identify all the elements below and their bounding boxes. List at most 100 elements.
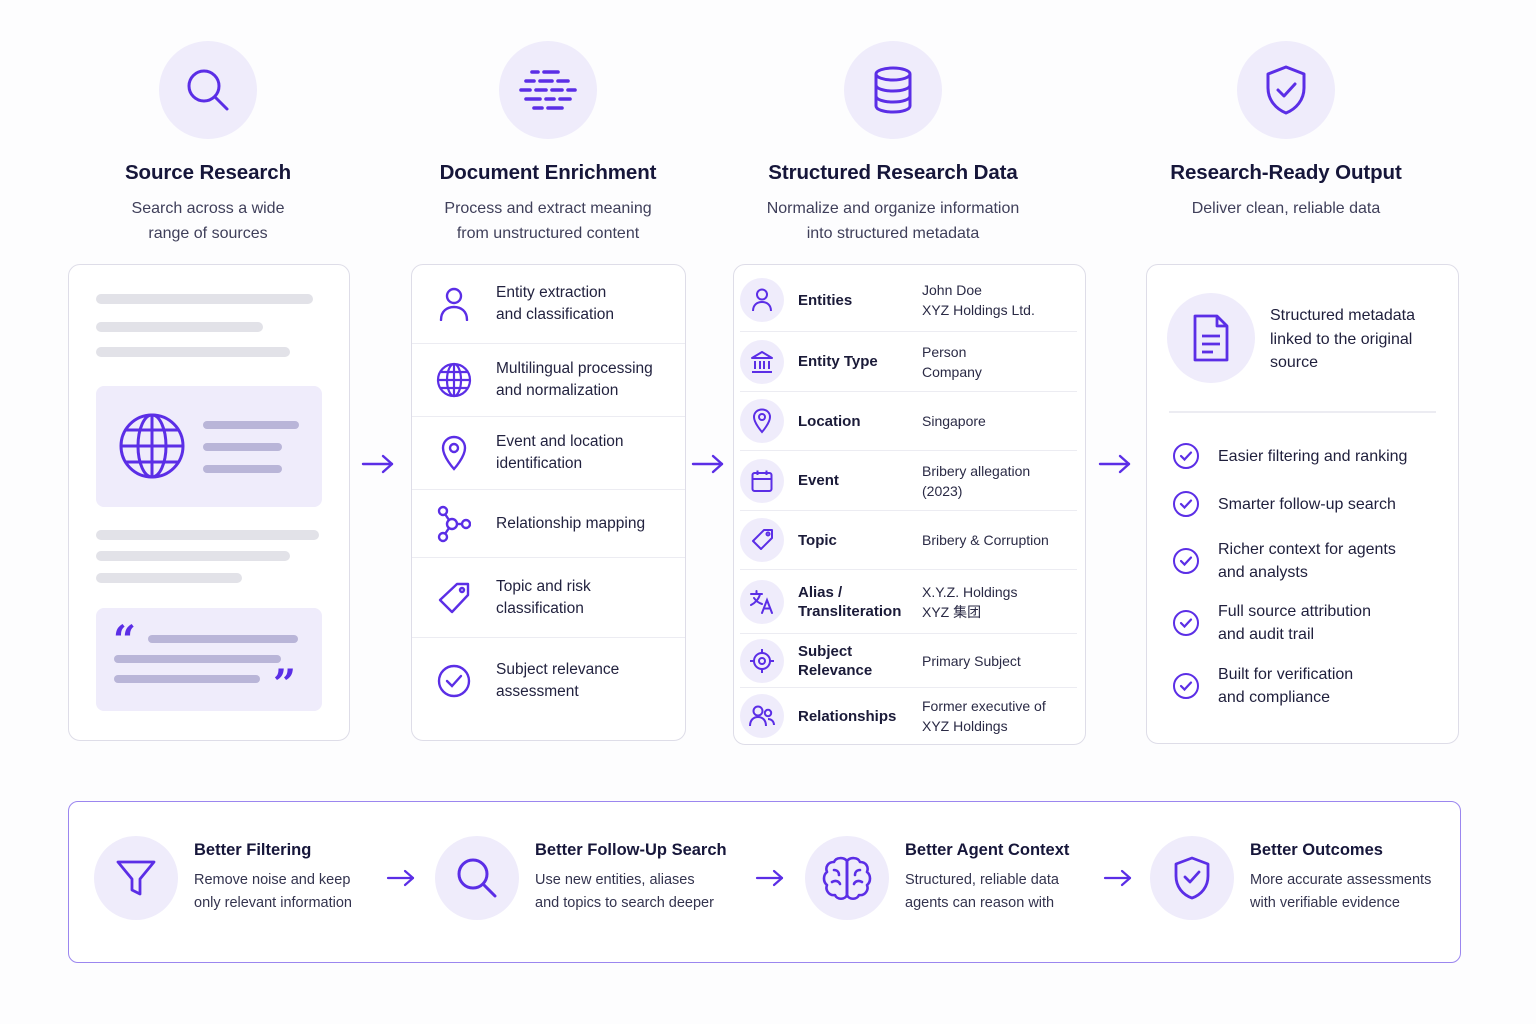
divider	[1169, 411, 1436, 413]
field-label: Entities	[798, 291, 853, 309]
shield-check-icon	[1237, 41, 1335, 139]
field-value: Bribery allegation(2023)	[922, 462, 1031, 499]
column-title: Structured Research Data	[768, 161, 1018, 184]
list-item-label: Easier filtering and ranking	[1218, 447, 1408, 465]
calendar-icon	[740, 458, 784, 503]
text-line-placeholder	[96, 322, 263, 332]
text-line-placeholder	[203, 421, 299, 429]
benefit-better-follow-up-search: Better Follow-Up Search Use new entities…	[435, 836, 727, 920]
table-row: Location Singapore	[740, 392, 1077, 451]
globe-icon	[412, 362, 496, 398]
translate-icon	[740, 579, 784, 624]
benefit-better-outcomes: Better Outcomes More accurate assessment…	[1150, 836, 1431, 920]
text-line-placeholder	[114, 655, 281, 663]
field-label: Event	[798, 472, 839, 489]
field-label: Subject Relevance	[798, 642, 873, 679]
text-line-placeholder	[148, 635, 298, 643]
benefit-title: Better Outcomes	[1250, 841, 1383, 859]
list-item: Relationship mapping	[412, 490, 685, 558]
arrow-right-icon	[386, 869, 415, 887]
target-icon	[740, 638, 784, 683]
text-line-placeholder	[96, 294, 313, 304]
building-icon	[740, 339, 784, 384]
check-circle-icon	[1173, 443, 1199, 469]
field-value: Singapore	[922, 413, 986, 429]
web-source-block	[96, 386, 322, 507]
close-quote-icon: ”	[273, 661, 297, 708]
benefit-title: Better Agent Context	[905, 841, 1070, 859]
person-icon	[740, 278, 784, 322]
text-line-placeholder	[96, 347, 290, 357]
field-label: Alias /Transliteration	[798, 583, 902, 620]
text-line-placeholder	[96, 573, 242, 583]
benefit-title: Better Follow-Up Search	[535, 841, 727, 859]
check-circle-icon	[1173, 610, 1199, 636]
column-document-enrichment: Document Enrichment Process and extract …	[410, 41, 686, 246]
text-line-placeholder	[96, 530, 319, 540]
tag-icon	[412, 581, 496, 615]
arrow-right-icon	[1098, 454, 1131, 474]
quote-block: “ ”	[96, 608, 322, 711]
column-title: Document Enrichment	[439, 161, 657, 184]
field-label: Relationships	[798, 707, 897, 725]
table-row: Subject Relevance Primary Subject	[740, 634, 1077, 688]
document-lines-icon	[499, 41, 597, 139]
column-title: Source Research	[124, 161, 291, 184]
benefit-title: Better Filtering	[194, 841, 312, 859]
field-label: Entity Type	[798, 353, 878, 370]
metadata-icon-circle	[1167, 293, 1255, 383]
database-icon	[844, 41, 942, 139]
search-icon	[435, 836, 519, 920]
location-pin-icon	[740, 399, 784, 443]
text-line-placeholder	[114, 675, 260, 683]
arrow-right-icon	[1103, 869, 1132, 887]
arrow-right-icon	[691, 454, 724, 474]
person-icon	[412, 287, 496, 321]
benefit-better-agent-context: Better Agent Context Structured, reliabl…	[805, 836, 1069, 920]
check-circle-icon	[412, 664, 496, 698]
list-item: Easier filtering and ranking	[1173, 443, 1407, 469]
column-subtitle: Deliver clean, reliable data	[1191, 200, 1381, 217]
brain-icon	[805, 836, 889, 920]
location-pin-icon	[412, 435, 496, 471]
table-row: Event Bribery allegation(2023)	[740, 451, 1077, 511]
text-line-placeholder	[96, 551, 290, 561]
column-title: Research-Ready Output	[1170, 161, 1402, 184]
source-document-card: “ ”	[68, 264, 350, 741]
arrow-right-icon	[755, 869, 784, 887]
tag-icon	[740, 518, 784, 562]
document-icon	[1193, 314, 1229, 362]
arrow-right-icon	[361, 454, 394, 474]
